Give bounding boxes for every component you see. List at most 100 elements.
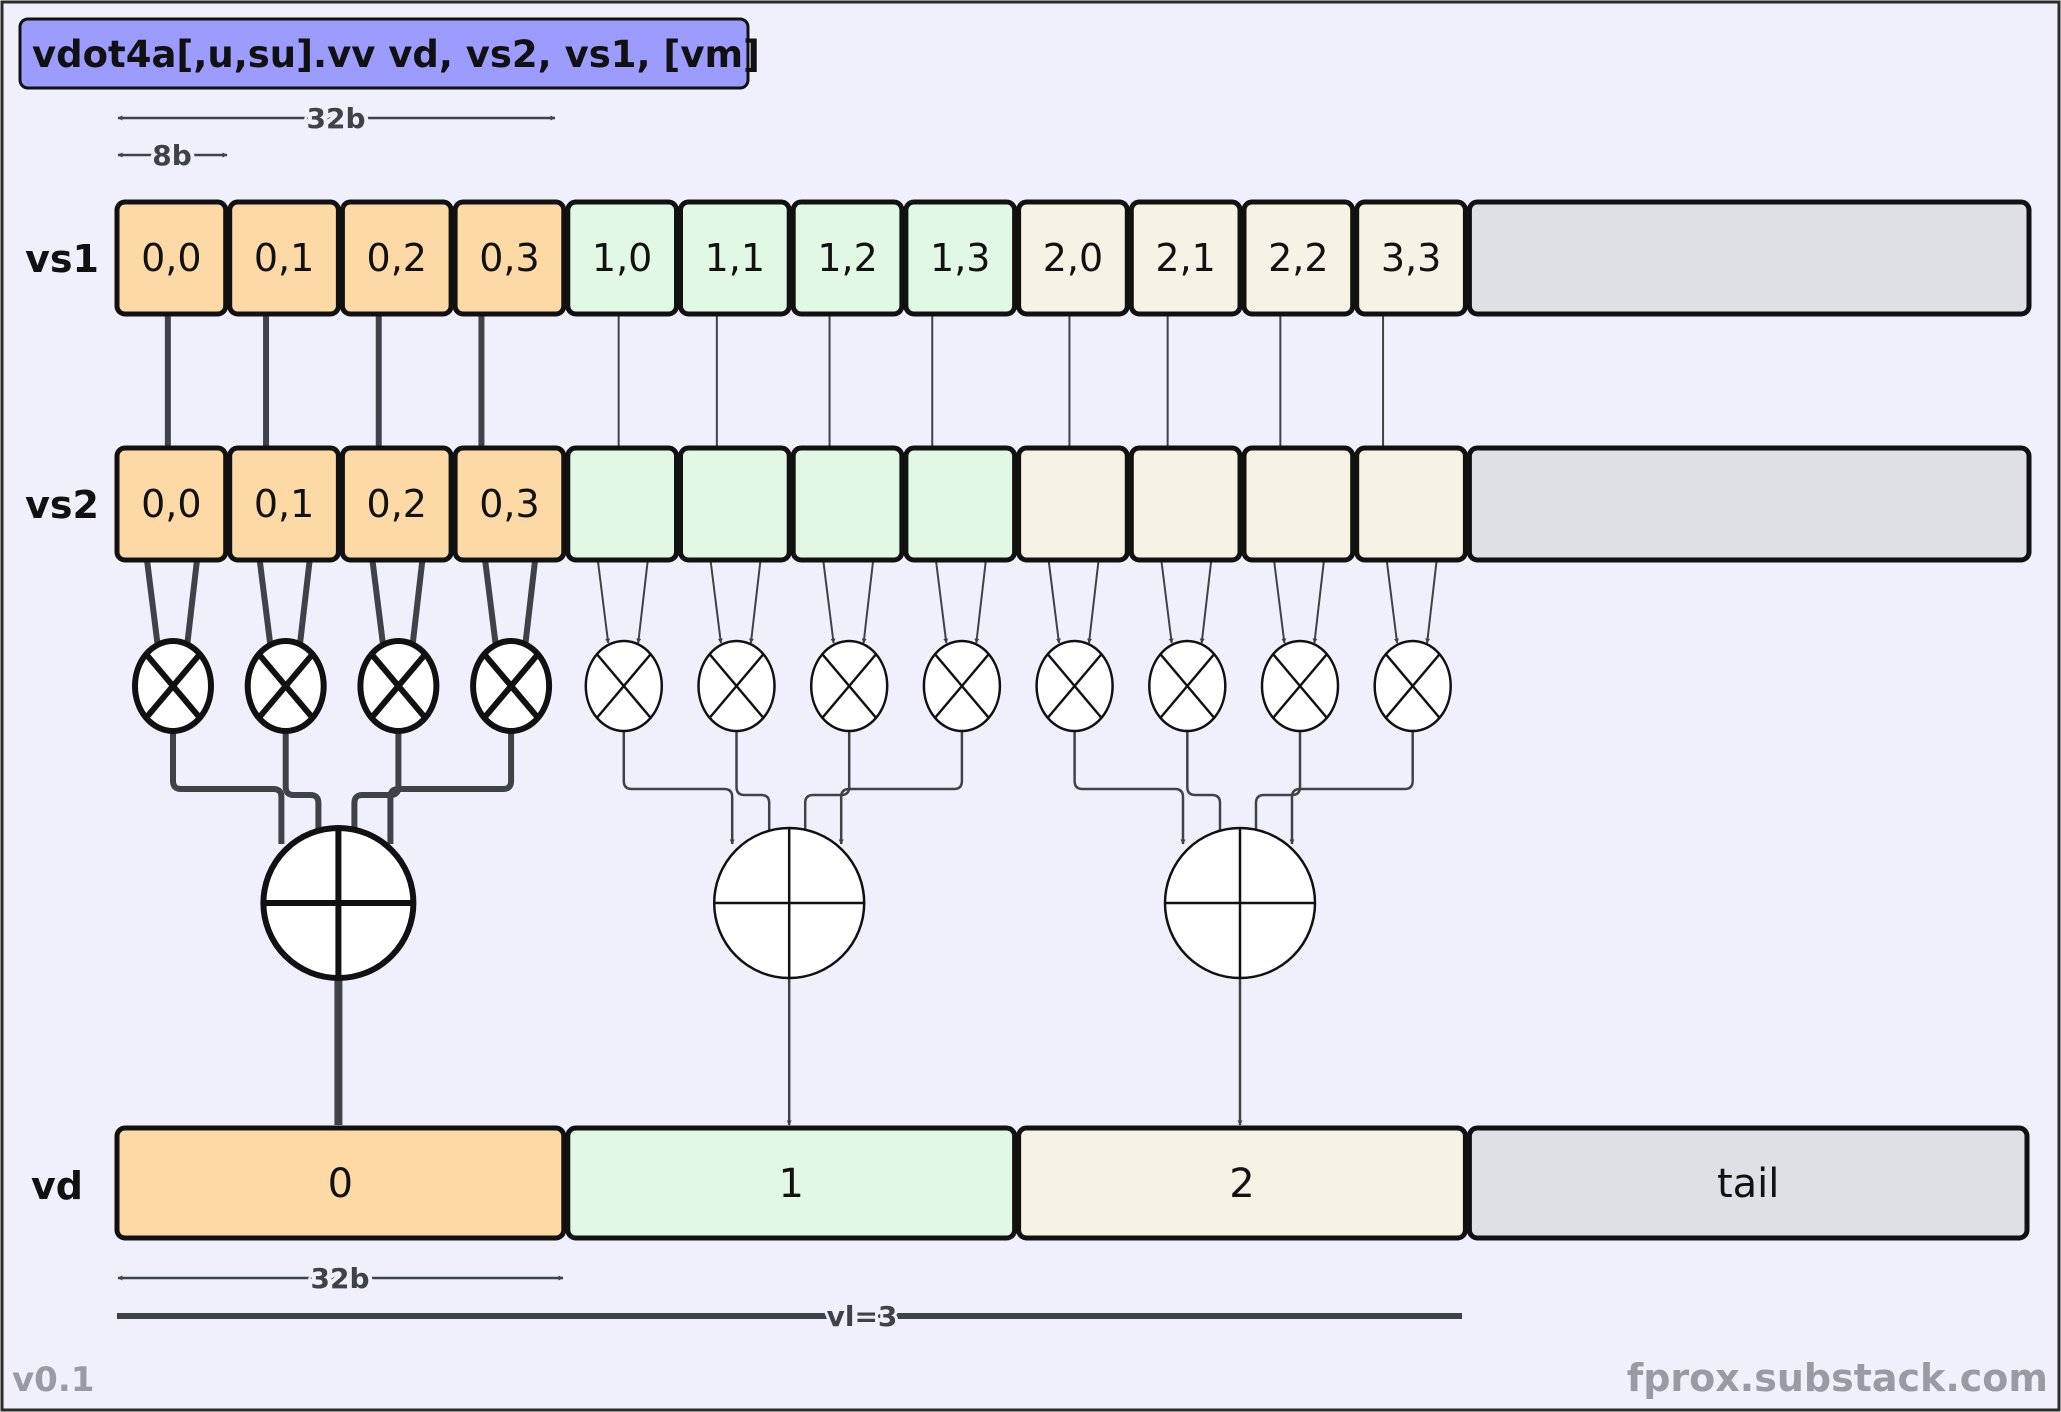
vs1-cell-label: 0,2	[367, 236, 427, 280]
product-wire	[1073, 731, 1186, 845]
operand-wire	[184, 559, 200, 644]
operand-wire	[1160, 559, 1174, 644]
product-wire	[1289, 731, 1414, 845]
product-wire	[1186, 731, 1223, 845]
vs2-cell-label: 0,2	[367, 482, 427, 526]
operand-wire	[822, 559, 836, 644]
multiply-icon	[922, 639, 1002, 733]
vd-cell-label: 1	[778, 1161, 803, 1207]
operand-wire	[409, 559, 426, 644]
multiply-icon	[1035, 639, 1114, 733]
vs1-cell-4: 1,0	[565, 199, 679, 317]
vector-length-annotation: vl=3	[117, 1297, 1463, 1336]
vd-cell-label: 0	[328, 1161, 353, 1207]
vs2-cell-2: 0,2	[339, 445, 454, 563]
byte-width-label: 8b	[152, 139, 192, 172]
vs2-cell-0: 0,0	[114, 445, 229, 563]
adders	[260, 825, 1317, 981]
operand-wire	[1385, 559, 1400, 644]
vs2-cell-1: 0,1	[227, 445, 341, 563]
operand-wire	[748, 559, 762, 644]
vs2-cell-8	[1016, 445, 1130, 563]
vs1-cell-label: 1,3	[930, 236, 990, 280]
operand-wire	[297, 559, 313, 644]
operand-wire	[1425, 559, 1438, 644]
vs1-cell-2: 0,2	[339, 199, 454, 317]
version-label: v0.1	[12, 1360, 94, 1400]
operand-wire	[1047, 559, 1061, 644]
vs2-cell-4	[565, 445, 679, 563]
operand-wire	[1312, 559, 1325, 644]
multiply-icon	[697, 639, 776, 733]
vd-cell-1: 1	[565, 1125, 1018, 1241]
operand-wire	[256, 559, 274, 644]
multiply-icon	[244, 638, 327, 734]
product-wire	[622, 731, 735, 845]
byte-width-annotation: 8b	[117, 135, 228, 176]
product-wire	[838, 731, 964, 845]
vd-register: 0 1 2 tail	[114, 1125, 2030, 1241]
vd-cell-2: 2	[1016, 1125, 1468, 1241]
multiply-icon	[1148, 639, 1227, 733]
vs1-cell-1: 0,1	[227, 199, 341, 317]
operand-wire	[1087, 559, 1100, 644]
product-wire	[735, 731, 772, 845]
vs1-cell-label: 2,1	[1155, 236, 1215, 280]
vs1-cell-label: 2,0	[1043, 236, 1103, 280]
vs1-row-label: vs1	[25, 237, 99, 281]
word-width-annotation-top: 32b	[117, 98, 556, 139]
word-width-label-top: 32b	[306, 102, 365, 135]
operand-wire	[522, 559, 539, 644]
title-box: vdot4a[,u,su].vv vd, vs2, vs1, [vm]	[18, 17, 760, 90]
vs2-cell-7	[903, 445, 1018, 563]
operand-wire	[974, 559, 987, 644]
multiply-icon	[470, 638, 553, 734]
add-icon	[260, 825, 417, 981]
vs1-cell-9: 2,1	[1128, 199, 1243, 317]
multiply-icon	[584, 639, 664, 733]
word-width-annotation-bottom: 32b	[117, 1258, 564, 1299]
operand-wire	[709, 559, 723, 644]
vs2-cell-10	[1241, 445, 1356, 563]
vd-cell-3: tail	[1466, 1125, 2030, 1241]
vs2-cell-9	[1128, 445, 1243, 563]
vs1-cell-0: 0,0	[114, 199, 229, 317]
operand-wire	[596, 559, 611, 644]
dataflow-wires	[144, 314, 1438, 1126]
vd-cell-label: tail	[1717, 1161, 1779, 1207]
vs1-cell-label: 3,3	[1381, 236, 1441, 280]
word-width-label-bottom: 32b	[310, 1262, 369, 1295]
vs2-cell-11	[1354, 445, 1468, 563]
vs2-tail-cell	[1466, 445, 2032, 563]
vs2-cell-label: 0,1	[254, 482, 314, 526]
vs2-register: 0,0 0,1 0,2 0,3	[114, 445, 2032, 563]
vs1-cell-label: 1,2	[817, 236, 877, 280]
multiply-icon	[357, 638, 440, 734]
multipliers	[132, 638, 1452, 734]
vd-cell-label: 2	[1229, 1161, 1254, 1207]
operand-wire	[369, 559, 386, 644]
operand-wire	[636, 559, 649, 644]
operand-wire	[1199, 559, 1213, 644]
vs1-cell-8: 2,0	[1016, 199, 1130, 317]
vs2-cell-6	[790, 445, 905, 563]
vs2-cell-label: 0,0	[141, 482, 201, 526]
product-wire	[282, 731, 322, 845]
multiply-icon	[809, 639, 889, 733]
vs1-cell-5: 1,1	[678, 199, 792, 317]
vs1-cell-7: 1,3	[903, 199, 1018, 317]
vs1-cell-label: 2,2	[1268, 236, 1328, 280]
vs2-cell-3: 0,3	[452, 445, 567, 563]
vs1-cell-6: 1,2	[790, 199, 905, 317]
product-wire	[387, 731, 515, 845]
vs2-cell-label: 0,3	[479, 482, 539, 526]
vs1-cell-label: 1,1	[705, 236, 765, 280]
operand-wire	[934, 559, 949, 644]
title-text: vdot4a[,u,su].vv vd, vs2, vs1, [vm]	[32, 33, 760, 76]
operand-wire	[861, 559, 875, 644]
operand-wire	[144, 559, 161, 644]
add-icon	[1163, 826, 1317, 980]
multiply-icon	[1373, 639, 1452, 733]
